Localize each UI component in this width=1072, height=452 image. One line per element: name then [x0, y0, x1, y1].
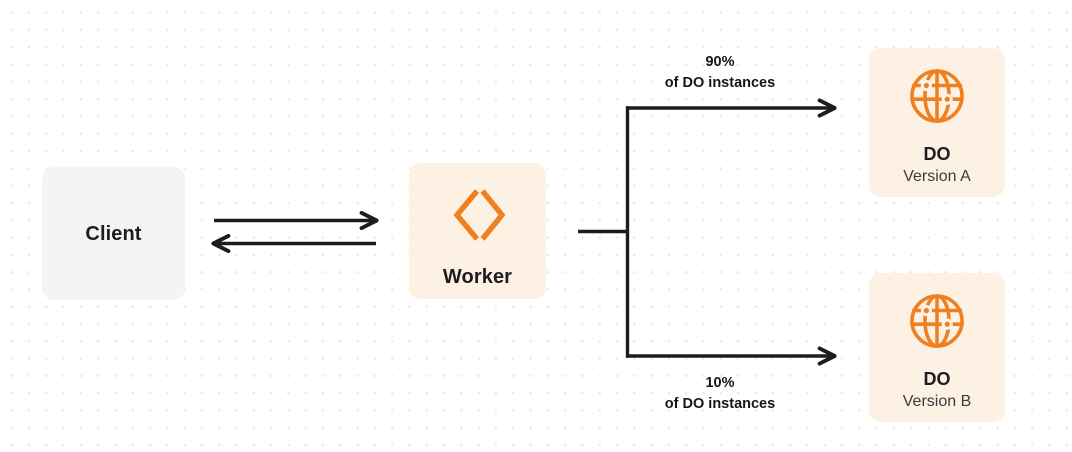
node-do-version-a-title: DO	[923, 143, 951, 164]
node-do-version-a[interactable]: DO Version A	[869, 48, 1005, 197]
edge-label-do-a-detail: of DO instances	[664, 75, 776, 92]
globe-icon	[904, 63, 970, 134]
edge-label-do-b-detail: of DO instances	[664, 396, 776, 413]
globe-icon	[904, 288, 970, 359]
cloudflare-workers-icon	[447, 184, 509, 251]
node-client[interactable]: Client	[42, 167, 185, 300]
node-do-version-b-subtitle: Version B	[902, 393, 972, 411]
node-do-version-b-title: DO	[923, 368, 951, 389]
edge-label-do-a-percent: 90%	[705, 54, 735, 70]
node-worker[interactable]: Worker	[409, 163, 546, 299]
node-do-version-a-subtitle: Version A	[903, 168, 971, 186]
edge-label-do-b-percent: 10%	[705, 375, 735, 391]
edge-label-do-a: 90% of DO instances	[606, 52, 834, 94]
node-worker-title: Worker	[442, 265, 513, 288]
edge-label-do-b: 10% of DO instances	[606, 373, 834, 415]
node-do-version-b[interactable]: DO Version B	[869, 273, 1005, 422]
node-client-title: Client	[85, 222, 142, 245]
